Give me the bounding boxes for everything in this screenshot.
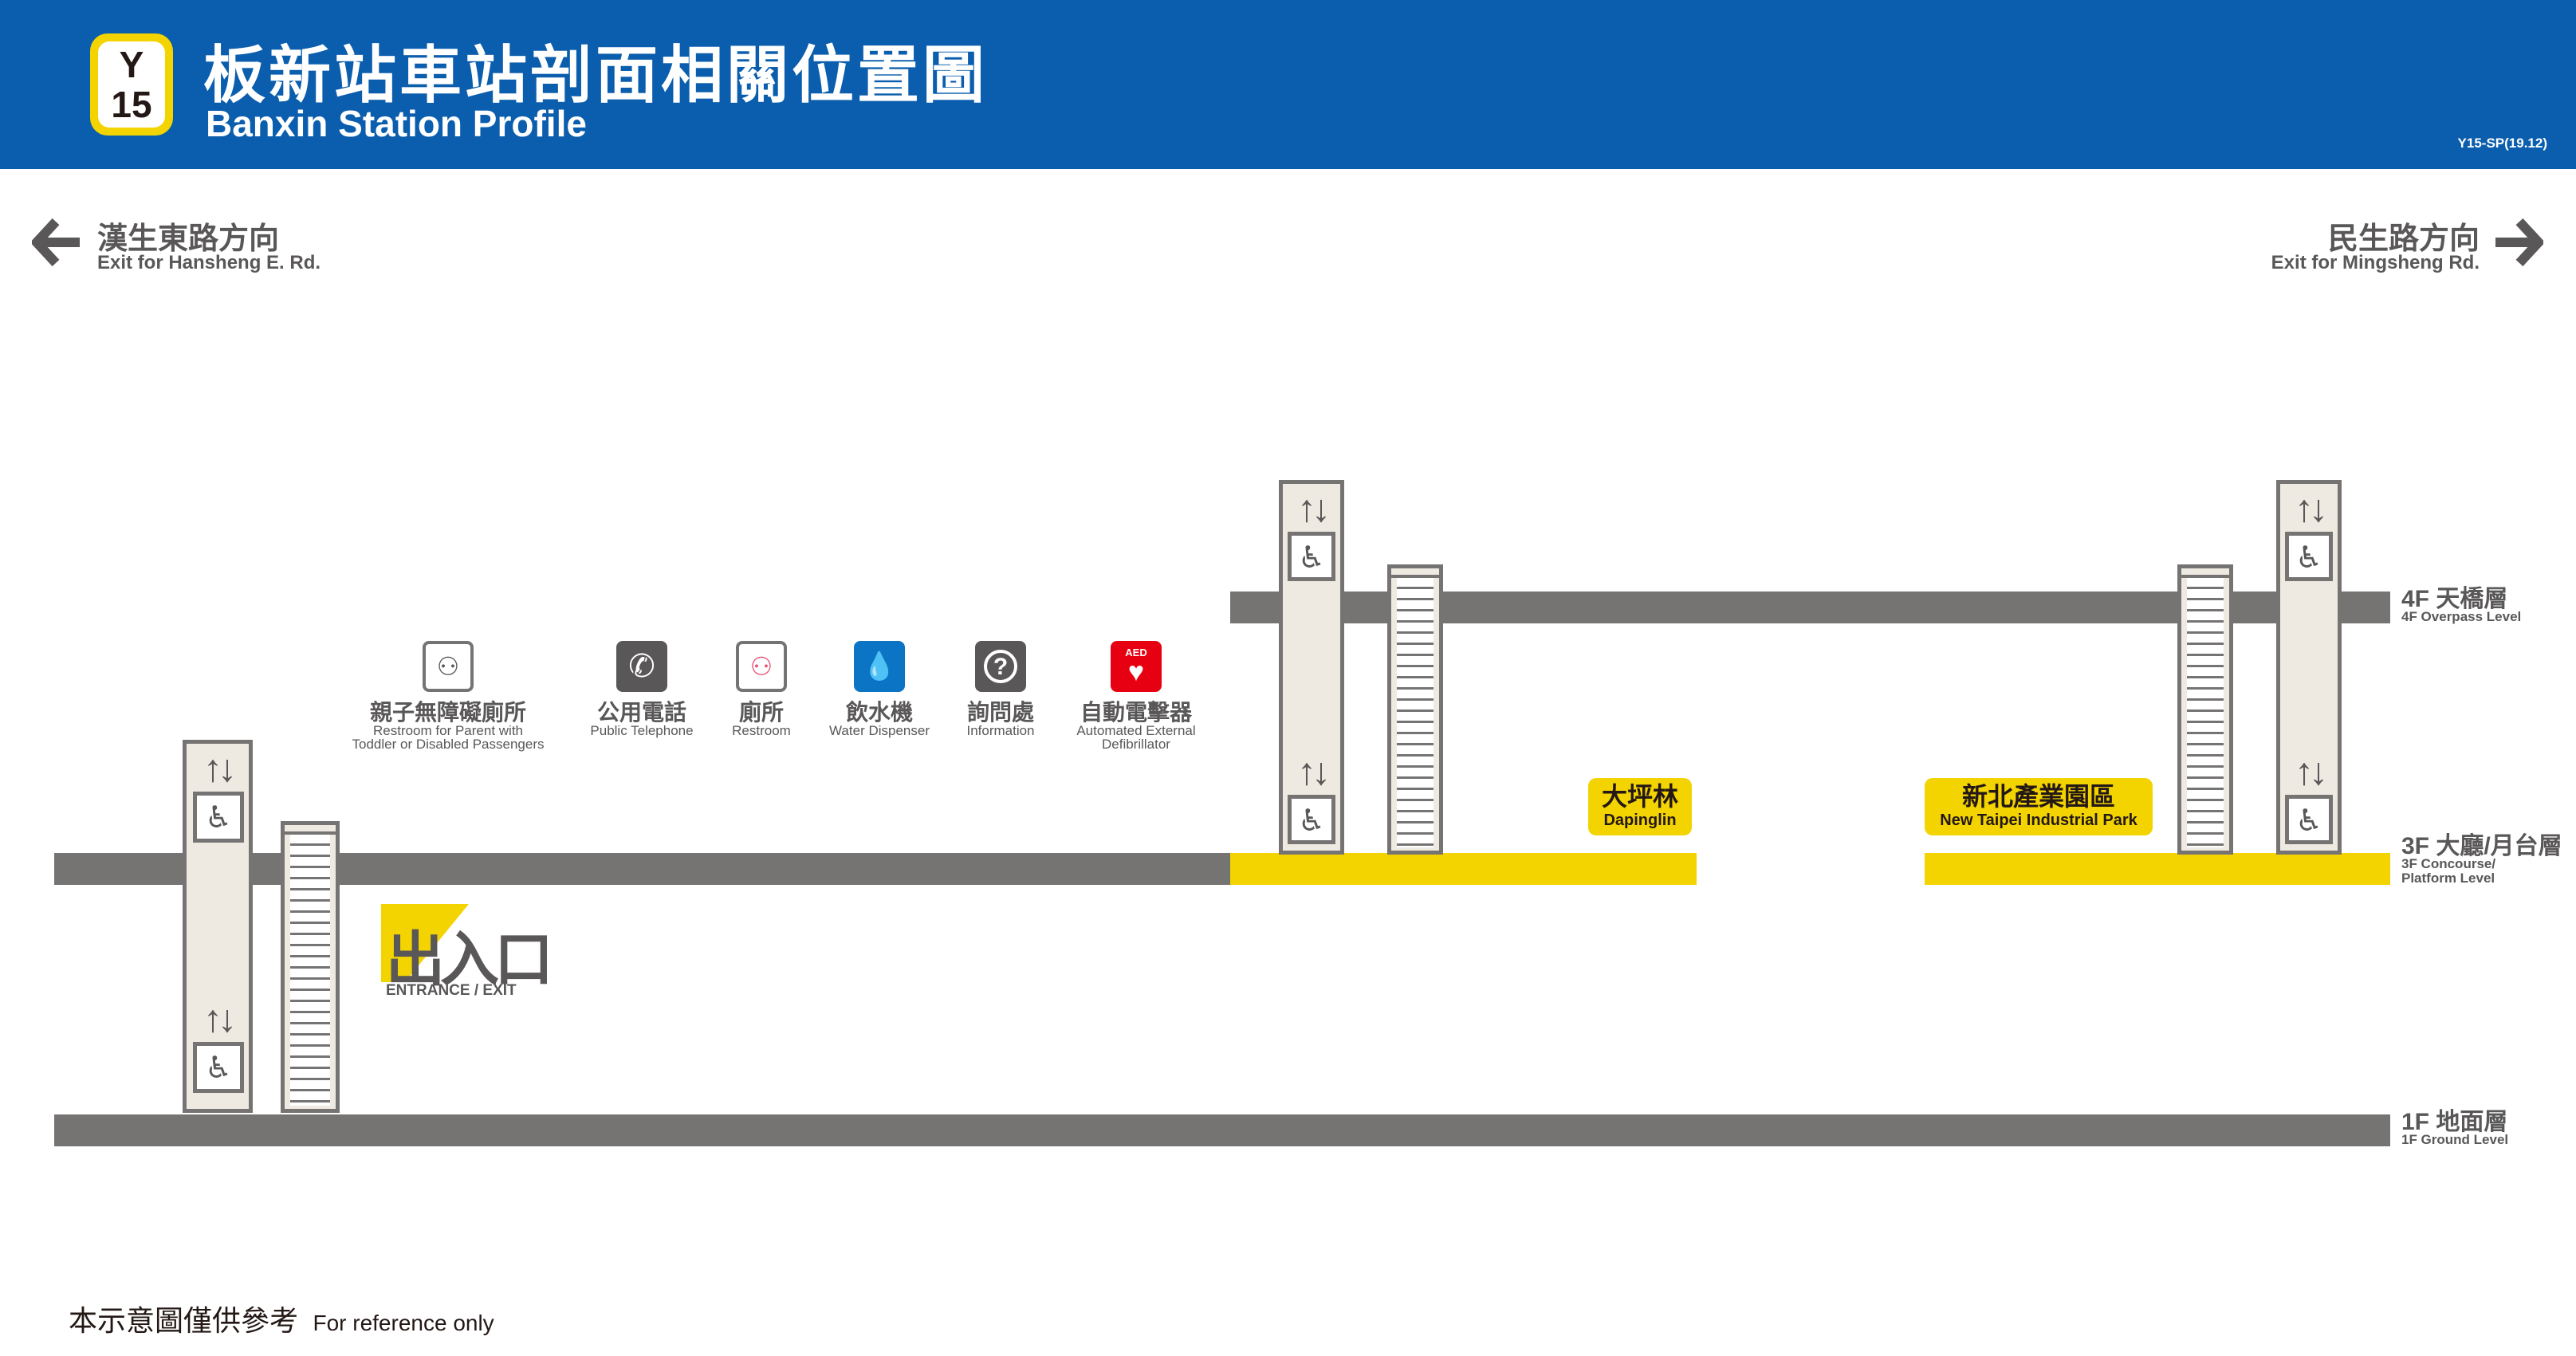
updown-arrows-icon: ↑↓: [1297, 751, 1331, 793]
heart-icon: ♥: [1127, 656, 1145, 687]
updown-arrows-icon: ↑↓: [2295, 751, 2328, 793]
platform-bar-west: [1230, 853, 1697, 885]
elevator-east: ↑↓ ♿ ↑↓ ♿: [2276, 480, 2342, 855]
direction-left-en: Exit for Hansheng E. Rd.: [97, 252, 321, 273]
wheelchair-icon: ♿: [193, 792, 244, 843]
elevator-west: ↑↓ ♿ ↑↓ ♿: [183, 740, 253, 1113]
platform-east-en: New Taipei Industrial Park: [1940, 812, 2137, 829]
page-title-en: Banxin Station Profile: [206, 103, 587, 144]
doc-code: Y15-SP(19.12): [2457, 136, 2547, 151]
wheelchair-icon: ♿: [2285, 795, 2333, 844]
updown-arrows-icon: ↑↓: [203, 748, 237, 790]
arrow-right-icon: [2495, 218, 2543, 266]
line-code-letter: Y: [119, 44, 144, 85]
facility-telephone: ✆ 公用電話 Public Telephone: [574, 641, 710, 745]
footer-note-en: For reference only: [313, 1311, 494, 1335]
platform-west-zh: 大坪林: [1601, 782, 1678, 811]
facility-family-restroom: ⚇ 親子無障礙廁所 Restroom for Parent with Toddl…: [344, 641, 552, 761]
updown-arrows-icon: ↑↓: [2295, 488, 2328, 530]
staircase-west: [281, 821, 340, 1113]
facility-aed-en-1: Automated External: [1076, 723, 1196, 738]
wheelchair-icon: ♿: [193, 1042, 244, 1093]
line-code-number: 15: [111, 84, 152, 125]
page-title-zh: 板新站車站剖面相關位置圖: [203, 40, 989, 110]
entrance-sign: 出入口 ENTRANCE / EXIT: [381, 904, 553, 1000]
facility-water-en: Water Dispenser: [829, 723, 930, 738]
facility-restroom-en: Restroom: [732, 723, 791, 738]
footer-note: 本示意圖僅供參考 For reference only: [69, 1298, 494, 1339]
facility-family-restroom-en-1: Restroom for Parent with: [372, 723, 523, 738]
question-mark: ?: [984, 650, 1017, 683]
facility-aed: AED ♥ 自動電擊器 Automated External Defibrill…: [1056, 641, 1216, 761]
platform-label-east: 新北產業園區 New Taipei Industrial Park: [1925, 778, 2153, 835]
footer-note-zh: 本示意圖僅供參考: [69, 1304, 299, 1337]
header-banner: Y 15 板新站車站剖面相關位置圖 Banxin Station Profile…: [0, 0, 2576, 169]
level-4f-zh: 4F 天橋層: [2401, 586, 2508, 612]
level-3f-en-1: 3F Concourse/: [2401, 856, 2496, 871]
line-badge: Y 15: [90, 33, 173, 136]
wheelchair-icon: ♿: [1288, 795, 1335, 844]
wheelchair-icon: ♿: [2285, 532, 2333, 581]
information-icon: ?: [975, 641, 1026, 692]
floor-1f-bar: [54, 1114, 2390, 1146]
water-dispenser-icon: 💧: [854, 641, 905, 692]
facility-information: ? 詢問處 Information: [949, 641, 1052, 745]
entrance-zh: 出入口: [386, 926, 553, 992]
facility-restroom-zh: 廁所: [738, 700, 784, 725]
staircase-middle: [1387, 564, 1443, 855]
facility-telephone-zh: 公用電話: [596, 700, 686, 725]
level-4f-en: 4F Overpass Level: [2401, 609, 2522, 624]
facility-water: 💧 飲水機 Water Dispenser: [813, 641, 946, 745]
aed-badge: AED: [1125, 646, 1147, 658]
facility-information-zh: 詢問處: [966, 700, 1034, 725]
wheelchair-icon: ♿: [1288, 532, 1335, 581]
direction-right-zh: 民生路方向: [2327, 222, 2480, 256]
line-badge-inner: Y 15: [98, 41, 165, 128]
telephone-icon: ✆: [616, 641, 667, 692]
level-1f-en: 1F Ground Level: [2401, 1132, 2509, 1147]
arrow-left-icon: [32, 218, 80, 266]
entrance-en: ENTRANCE / EXIT: [386, 982, 517, 999]
restroom-icon: ⚇: [736, 641, 787, 692]
facility-aed-zh: 自動電擊器: [1080, 700, 1192, 725]
entrance-marker-icon: [381, 904, 469, 982]
staircase-east: [2177, 564, 2233, 855]
level-1f-zh: 1F 地面層: [2401, 1109, 2508, 1135]
direction-right-en: Exit for Mingsheng Rd.: [2271, 252, 2480, 273]
direction-right: 民生路方向 Exit for Mingsheng Rd.: [2256, 214, 2543, 277]
facility-family-restroom-en-2: Toddler or Disabled Passengers: [352, 737, 545, 752]
direction-left-zh: 漢生東路方向: [97, 222, 280, 256]
facility-telephone-en: Public Telephone: [590, 723, 694, 738]
platform-label-west: 大坪林 Dapinglin: [1588, 778, 1692, 835]
facility-water-zh: 飲水機: [845, 700, 913, 725]
facility-restroom: ⚇ 廁所 Restroom: [714, 641, 809, 745]
platform-east-zh: 新北產業園區: [1961, 782, 2115, 811]
facility-family-restroom-zh: 親子無障礙廁所: [369, 700, 526, 725]
family-restroom-icon: ⚇: [423, 641, 474, 692]
level-3f-zh: 3F 大廳/月台層: [2401, 833, 2562, 859]
updown-arrows-icon: ↑↓: [203, 998, 237, 1040]
facility-aed-en-2: Defibrillator: [1102, 737, 1170, 752]
facility-information-en: Information: [966, 723, 1035, 738]
elevator-middle: ↑↓ ♿ ↑↓ ♿: [1279, 480, 1344, 855]
level-3f-en-2: Platform Level: [2401, 871, 2495, 886]
platform-bar-east: [1925, 853, 2390, 885]
updown-arrows-icon: ↑↓: [1297, 488, 1331, 530]
aed-icon: AED ♥: [1111, 641, 1162, 692]
platform-west-en: Dapinglin: [1603, 812, 1677, 829]
